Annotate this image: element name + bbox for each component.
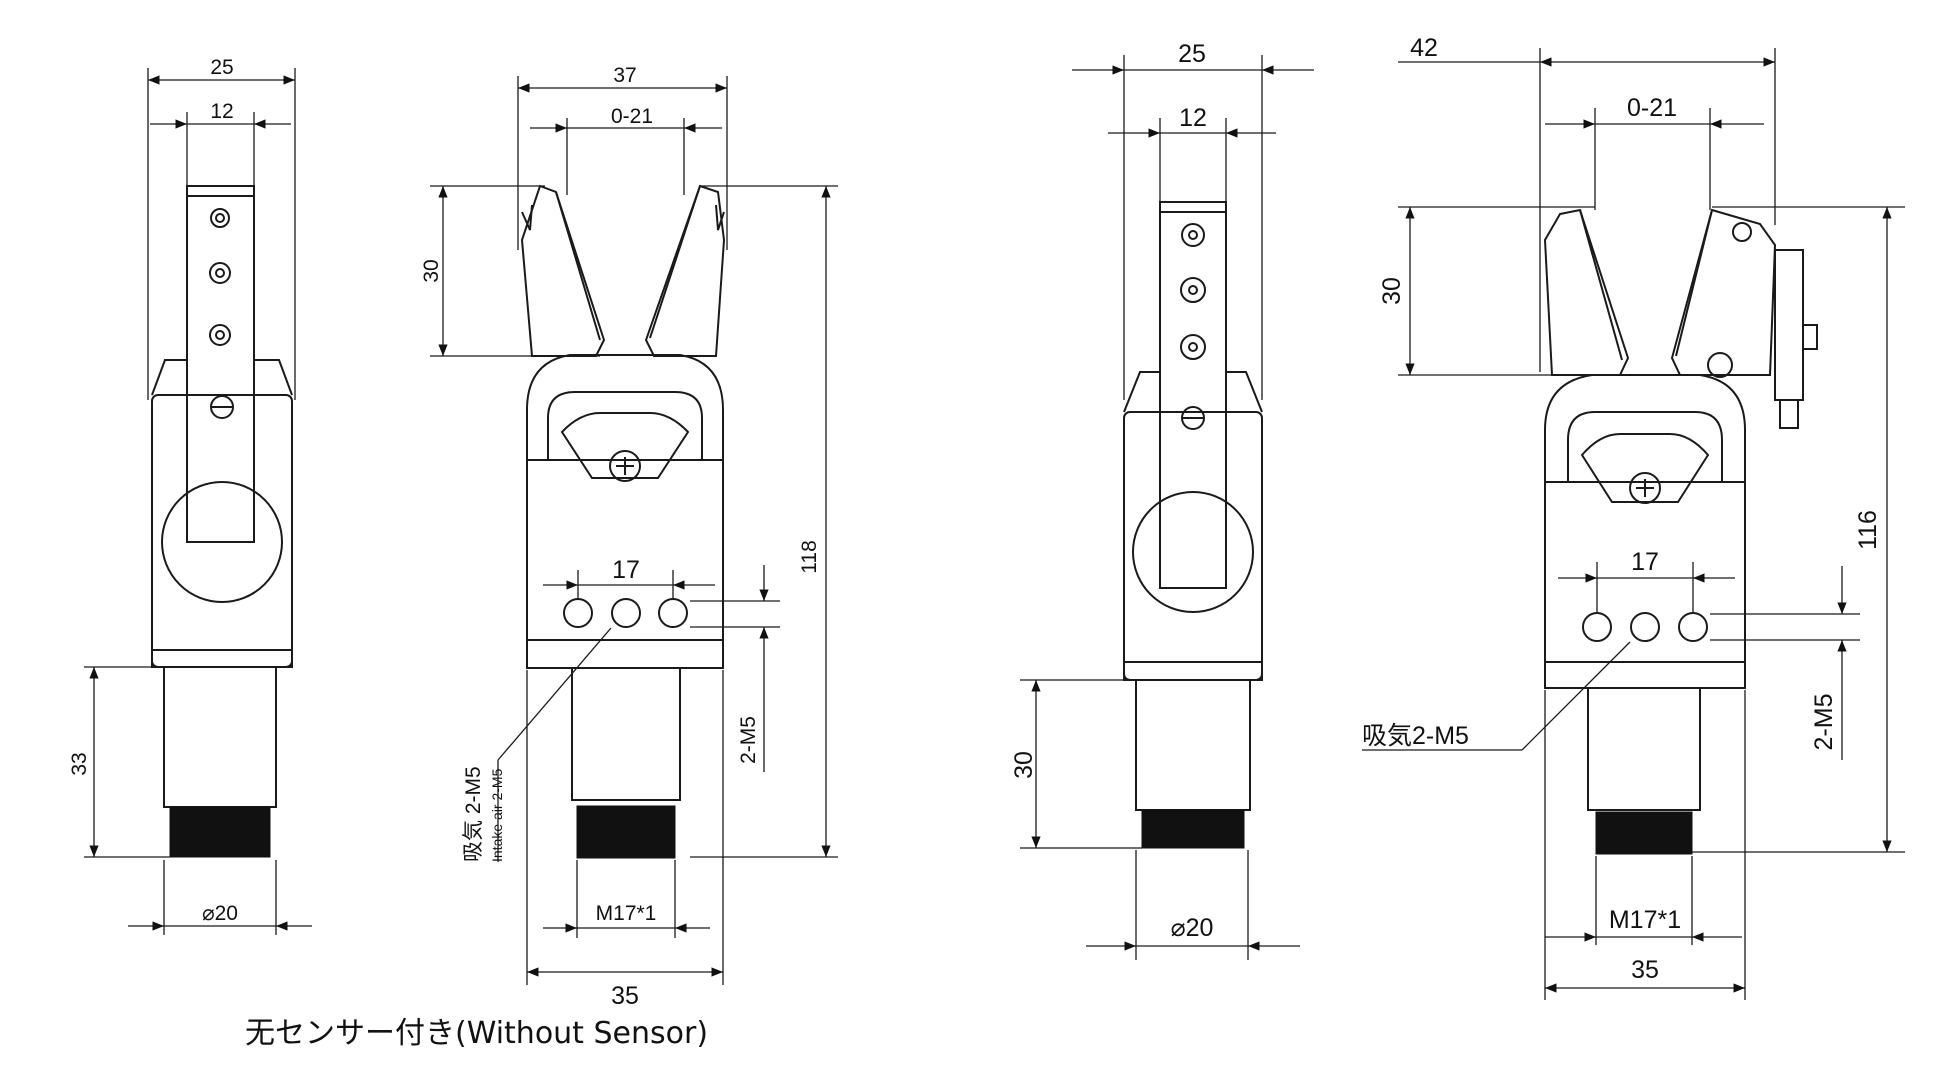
view3-slot-label: 12 [1179, 104, 1207, 132]
view2-port-thread-label: 2-M5 [737, 716, 760, 764]
view2-port-right [658, 598, 688, 628]
view4-height-label: 116 [1854, 510, 1882, 550]
view4-jaw-label: 30 [1378, 277, 1406, 305]
view4-thread [1595, 811, 1693, 855]
view2-stroke-label: 0-21 [611, 105, 653, 128]
view4-intake-jp: 吸気2-M5 [1362, 722, 1469, 750]
view-2-front: 37 0-21 30 118 [420, 64, 838, 1010]
view1-dia-label: ⌀20 [202, 902, 238, 925]
view4-right-jaw [1670, 208, 1777, 376]
view3-width-label: 25 [1178, 40, 1206, 68]
view2-intake-jp: 吸気 2-M5 [462, 766, 485, 862]
view4-sensor [1774, 249, 1804, 401]
view2-shank [571, 667, 681, 801]
view-1-side: 25 12 33 ⌀20 [68, 56, 312, 935]
view4-body [1544, 481, 1746, 689]
view1-slot-label: 12 [210, 100, 233, 123]
view1-width-label: 25 [210, 56, 233, 79]
view4-stroke-label: 0-21 [1627, 94, 1677, 122]
view2-thread [576, 805, 676, 859]
view4-ports-label: 17 [1631, 548, 1659, 576]
drawing-caption: 无センサー付き(Without Sensor) [245, 1016, 709, 1051]
view1-shank-label: 33 [68, 752, 91, 775]
view2-head [526, 354, 724, 460]
view4-cover [1580, 433, 1710, 503]
view2-height-label: 118 [798, 540, 821, 573]
view4-screw [1629, 472, 1661, 504]
view2-screw [609, 450, 641, 482]
view3-body [1123, 411, 1263, 681]
view-4-front: 42 0-21 30 116 [1362, 34, 1905, 1000]
view4-shank [1587, 687, 1701, 811]
view3-finger [1159, 201, 1227, 589]
view1-body [151, 394, 293, 668]
view2-port-left [563, 598, 593, 628]
view3-dia-label: ⌀20 [1171, 914, 1214, 942]
view2-base-label: 35 [611, 982, 639, 1010]
view2-cover [560, 412, 690, 479]
view4-port-mid [1630, 612, 1660, 642]
view2-thread-label: M17*1 [596, 902, 657, 925]
view4-thread-label: M17*1 [1609, 906, 1681, 934]
view2-left-jaw [520, 184, 606, 357]
view4-head [1544, 374, 1746, 482]
view3-shank-label: 30 [1010, 751, 1038, 779]
view2-width-label: 37 [613, 64, 636, 87]
view1-shank [163, 666, 277, 808]
view-3-side: 25 12 30 ⌀20 [1010, 40, 1314, 960]
view2-right-jaw [644, 184, 726, 357]
view1-finger [186, 185, 255, 543]
view4-base-label: 35 [1631, 956, 1659, 984]
view3-shank [1135, 679, 1251, 811]
view2-ports-label: 17 [612, 556, 640, 584]
view2-jaw-label: 30 [420, 259, 443, 282]
view2-port-mid [611, 598, 641, 628]
view2-intake-en: Intake air 2-M5 [489, 768, 505, 862]
view3-thread [1141, 809, 1245, 849]
view4-port-right [1678, 612, 1708, 642]
view4-port-left [1582, 612, 1612, 642]
view4-width-label: 42 [1410, 34, 1438, 62]
view1-thread [169, 806, 271, 858]
view4-port-thread-label: 2-M5 [1810, 694, 1838, 751]
